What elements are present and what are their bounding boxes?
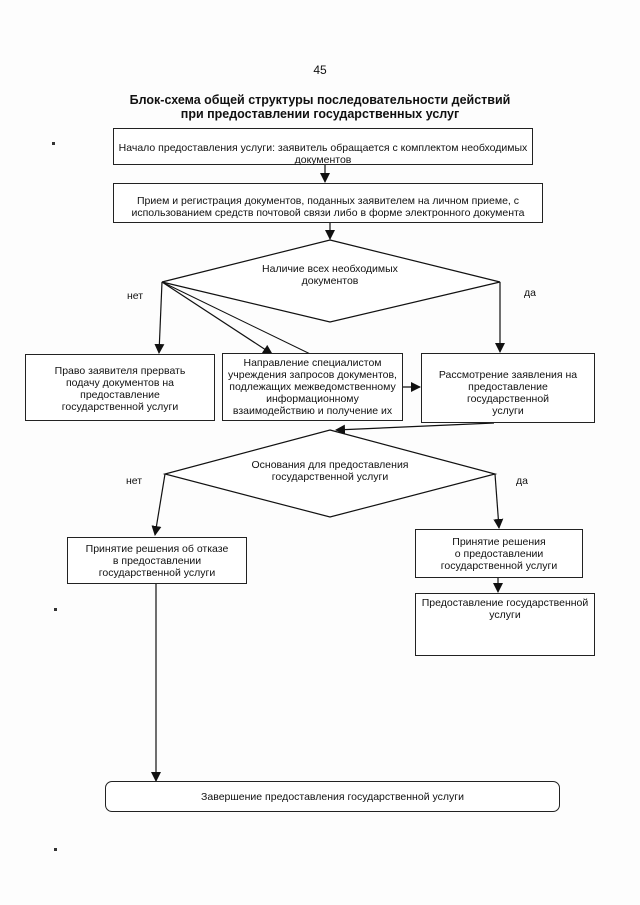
scan-mark [54, 848, 57, 851]
node-reception-line-2: использованием средств почтовой связи ли… [131, 207, 525, 219]
node-refusal-line-2: в предоставлении [112, 555, 202, 567]
diagram-title: Блок-схема общей структуры последователь… [100, 93, 540, 121]
node-right-to-stop-line-2: подачу документов на [66, 377, 174, 389]
node-start: Начало предоставления услуги: заявитель … [113, 128, 533, 166]
edge-label-no-1: нет [127, 290, 144, 302]
node-refusal: Принятие решения об отказе в предоставле… [67, 537, 247, 584]
edge-decision1-to-review-connector [161, 281, 336, 367]
decision1-diamond [161, 239, 501, 323]
node-right-to-stop-line-1: Право заявителя прервать [54, 365, 186, 377]
node-requests-line-2: учреждения запросов документов, [228, 369, 397, 381]
node-requests-line-1: Направление специалистом [243, 357, 382, 369]
node-provision-line-1: Предоставление государственной [421, 597, 589, 609]
decision2-diamond [162, 429, 498, 518]
node-review-line-1: Рассмотрение заявления на [438, 369, 578, 381]
scan-mark [54, 608, 57, 611]
edge-decision2-yes-to-approval [493, 473, 504, 529]
page-number: 45 [313, 63, 327, 77]
title-line-2: при предоставлении государственных услуг [180, 107, 460, 121]
node-right-to-stop-line-3: предоставление [80, 389, 160, 401]
decision2-line-1: Основания для предоставления [251, 459, 409, 471]
node-provision: Предоставление государственной услуги [415, 593, 595, 656]
node-start-line-2: документов [294, 154, 352, 166]
node-requests-line-3: подлежащих межведомственному [229, 381, 396, 393]
node-start-line-1: Начало предоставления услуги: заявитель … [118, 142, 528, 154]
node-requests: Направление специалистом учреждения запр… [222, 353, 403, 421]
edge-decision2-no-to-refusal [151, 473, 166, 536]
node-right-to-stop-line-4: государственной услуги [61, 401, 179, 413]
node-right-to-stop: Право заявителя прервать подачу документ… [25, 354, 215, 421]
edge-decision1-to-right-to-stop [154, 281, 165, 354]
node-provision-line-2: услуги [489, 609, 521, 621]
edge-review-to-decision2 [335, 422, 495, 435]
node-refusal-line-1: Принятие решения об отказе [85, 543, 229, 555]
node-approval-line-3: государственной услуги [440, 560, 558, 572]
node-approval-line-2: о предоставлении [454, 548, 544, 560]
decision1-line-2: документов [301, 275, 359, 287]
title-line-1: Блок-схема общей структуры последователь… [129, 93, 511, 107]
node-refusal-line-3: государственной услуги [98, 567, 216, 579]
edge-label-yes-1: да [524, 287, 536, 299]
node-end-line-1: Завершение предоставления государственно… [201, 790, 464, 803]
decision1-line-1: Наличие всех необходимых [262, 263, 398, 275]
scan-mark [52, 142, 55, 145]
node-end: Завершение предоставления государственно… [105, 781, 560, 812]
edge-label-no-2: нет [126, 475, 143, 487]
edge-label-yes-2: да [516, 475, 528, 487]
node-review: Рассмотрение заявления на предоставление… [421, 353, 595, 423]
decision2-line-2: государственной услуги [271, 471, 389, 483]
node-requests-line-5: взаимодействию и получение их [232, 405, 393, 417]
decision2-label: Основания для предоставления государстве… [230, 459, 430, 483]
node-review-line-2: предоставление государственной [466, 381, 550, 405]
node-review-line-3: услуги [492, 405, 524, 417]
decision1-label: Наличие всех необходимых документов [240, 263, 420, 287]
node-approval: Принятие решения о предоставлении госуда… [415, 529, 583, 578]
node-reception: Прием и регистрация документов, поданных… [113, 183, 543, 223]
node-approval-line-1: Принятие решения [452, 536, 546, 548]
node-requests-line-4: информационному [266, 393, 359, 405]
node-reception-line-1: Прием и регистрация документов, поданных… [136, 195, 520, 207]
edge-decision1-to-requests [161, 281, 273, 355]
